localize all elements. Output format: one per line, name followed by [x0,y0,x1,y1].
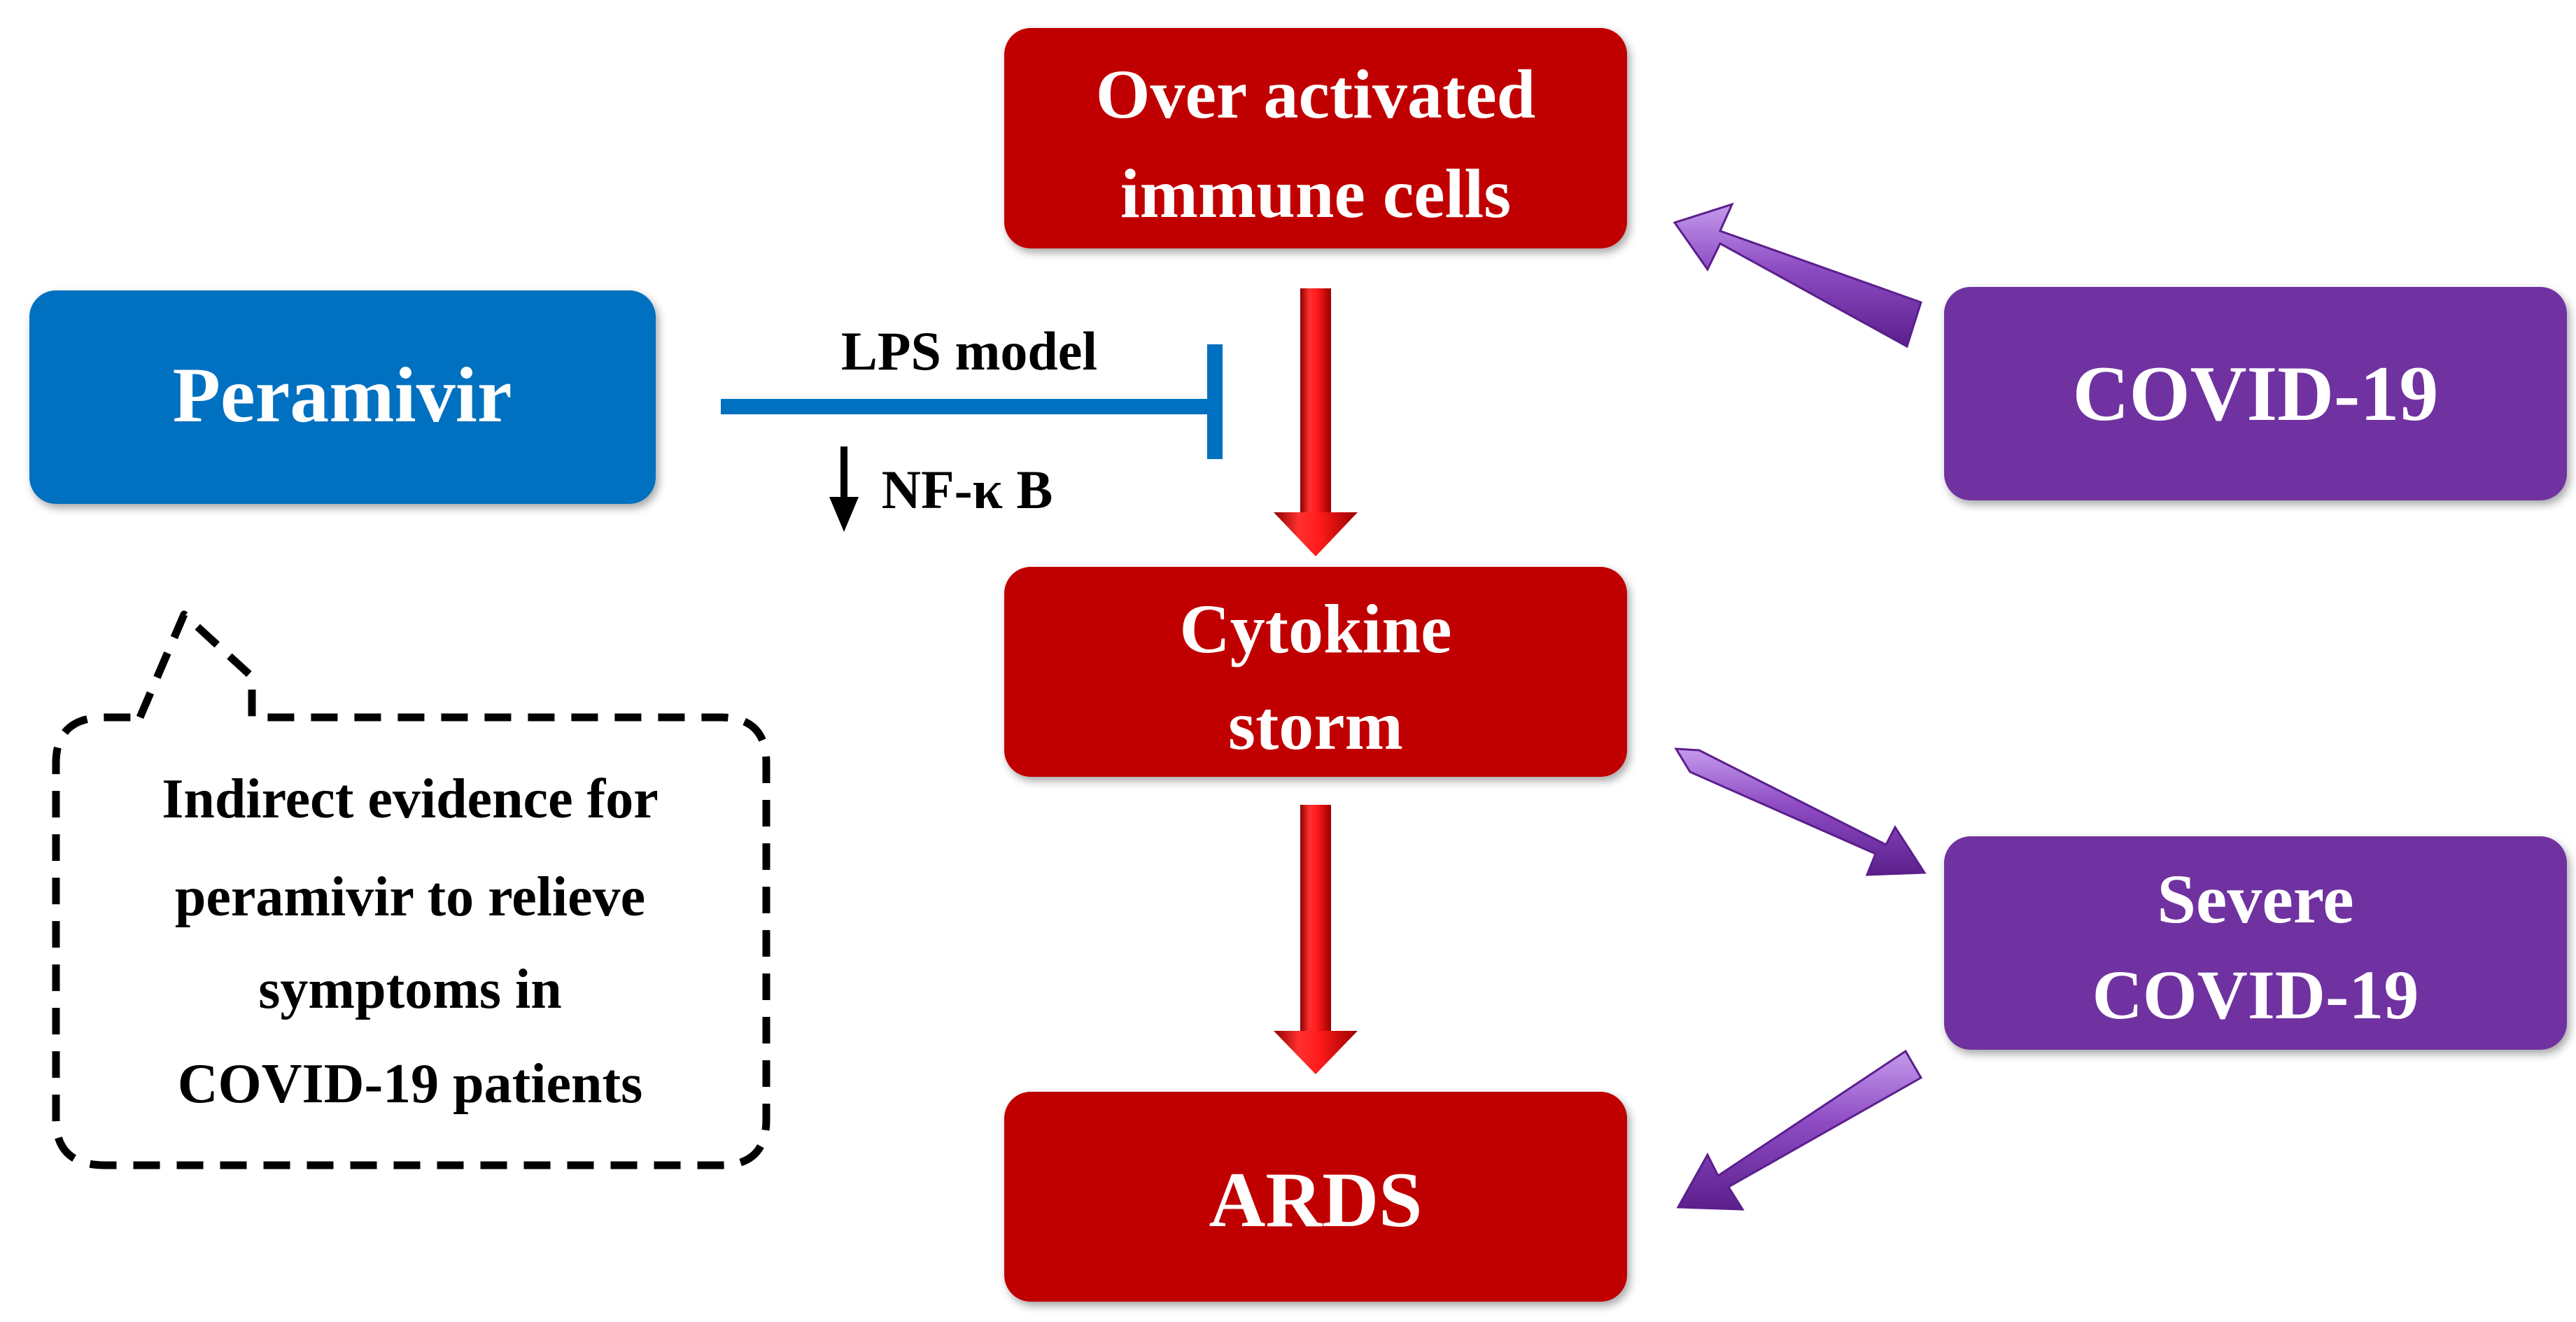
covid19-box [1944,287,2567,500]
callout-line4: COVID-19 patients [178,1053,642,1115]
arrow-cytokine-to-ards [1274,805,1358,1074]
inhibition-peramivir-to-cytokine: LPS model NF-κ B [721,321,1223,532]
severe-covid-label-line1: Severe [2157,860,2353,938]
severe-covid-box [1944,836,2567,1050]
over-activated-label-line1: Over activated [1096,55,1536,133]
over-activated-node: Over activated immune cells [1004,28,1627,248]
callout-line3: symptoms in [258,959,561,1020]
inhibition-bar [1207,344,1223,459]
severe-covid-label-line2: COVID-19 [2092,956,2419,1034]
arrow-over-activated-to-cytokine [1274,288,1358,556]
evidence-callout: Indirect evidence for peramivir to relie… [52,610,770,1169]
cytokine-storm-label-line2: storm [1228,687,1403,764]
ards-box [1004,1092,1627,1302]
inhibition-label-bottom: NF-κ B [882,459,1053,520]
peramivir-box [29,290,656,504]
peramivir-node: Peramivir [29,290,656,504]
peramivir-label: Peramivir [172,352,512,439]
cytokine-storm-label-line1: Cytokine [1180,590,1452,668]
down-arrow-icon [829,446,859,532]
ards-label: ARDS [1209,1157,1423,1244]
ards-node: ARDS [1004,1092,1627,1302]
callout-line1: Indirect evidence for [162,768,658,830]
inhibition-line [721,399,1219,414]
callout-line2: peramivir to relieve [175,866,645,928]
over-activated-label-line2: immune cells [1120,155,1511,232]
inhibition-label-top: LPS model [841,321,1097,381]
arrow-severe-covid-to-ards [1676,1049,1923,1211]
arrow-covid19-to-over-activated [1673,202,1922,349]
arrow-cytokine-to-severe-covid [1674,747,1927,876]
covid19-label: COVID-19 [2073,351,2439,437]
callout-border [52,610,770,1169]
covid19-node: COVID-19 [1944,287,2567,500]
over-activated-box [1004,28,1627,248]
cytokine-storm-box [1004,567,1627,777]
cytokine-storm-node: Cytokine storm [1004,567,1627,777]
severe-covid-node: Severe COVID-19 [1944,836,2567,1050]
